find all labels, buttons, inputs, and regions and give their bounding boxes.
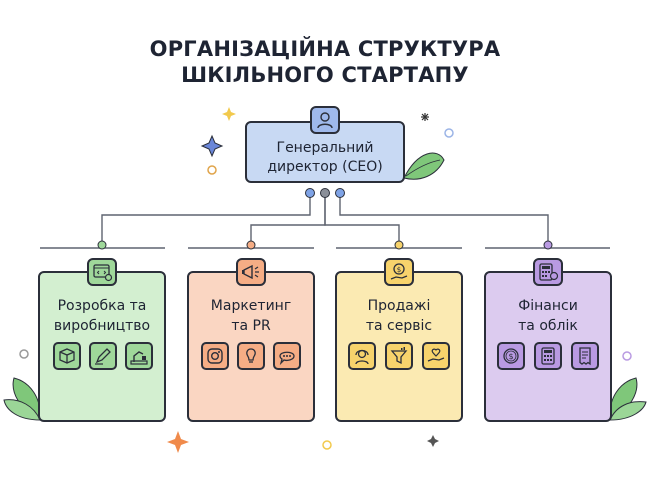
ceo-label: Генеральний директор (CEO) [247, 139, 403, 177]
connector-sales [324, 193, 400, 245]
svg-text:$: $ [397, 266, 401, 274]
chat-bubble-icon [273, 342, 301, 370]
megaphone-icon [236, 258, 266, 286]
box-icon [53, 342, 81, 370]
pen-tool-icon [89, 342, 117, 370]
connector-node [246, 240, 256, 250]
department-label-line-2: виробництво [53, 318, 151, 334]
heart-hand-icon [422, 342, 450, 370]
department-label: Продажі та сервіс [337, 296, 461, 336]
connector-node [335, 188, 345, 198]
calculator-icon [534, 342, 562, 370]
ceo-label-line-1: Генеральний [276, 140, 374, 156]
dollar-coin-icon: $ [497, 342, 525, 370]
department-label: Фінанси та облік [486, 296, 610, 336]
person-icon [310, 106, 340, 134]
title-line-1: ОРГАНІЗАЦІЙНА СТРУКТУРА [149, 37, 501, 61]
department-label: Розробка та виробництво [40, 296, 164, 336]
code-gear-icon [87, 258, 117, 286]
diagram-title: ОРГАНІЗАЦІЙНА СТРУКТУРА ШКІЛЬНОГО СТАРТА… [0, 36, 650, 88]
department-label: Маркетинг та PR [189, 296, 313, 336]
instagram-icon [201, 342, 229, 370]
ceo-label-line-2: директор (CEO) [267, 159, 383, 175]
connector-dev [101, 193, 311, 245]
receipt-icon [571, 342, 599, 370]
department-label-line-2: та PR [231, 318, 271, 334]
sales-funnel-icon [385, 342, 413, 370]
connector-node [305, 188, 315, 198]
connector-finance [339, 193, 549, 245]
department-label-line-1: Маркетинг [210, 298, 292, 314]
money-hand-icon: $ [384, 258, 414, 286]
calculator-money-icon [533, 258, 563, 286]
robot-arm-icon [125, 342, 153, 370]
headset-agent-icon [348, 342, 376, 370]
department-label-line-2: та облік [518, 318, 578, 334]
svg-text:$: $ [508, 352, 513, 361]
department-label-line-2: та сервіс [365, 318, 433, 334]
department-label-line-1: Розробка та [57, 298, 147, 314]
department-label-line-1: Продажі [367, 298, 431, 314]
title-line-2: ШКІЛЬНОГО СТАРТАПУ [181, 63, 469, 87]
lightbulb-icon [237, 342, 265, 370]
department-label-line-1: Фінанси [518, 298, 578, 314]
connector-marketing [250, 193, 326, 245]
connector-node [320, 188, 330, 198]
connector-node [394, 240, 404, 250]
connector-node [97, 240, 107, 250]
connector-node [543, 240, 553, 250]
